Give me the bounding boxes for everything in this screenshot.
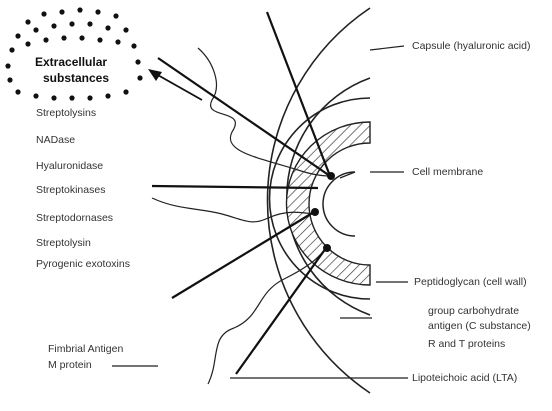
cluster-title-line1: Extracellular [35,56,107,70]
label-cell-membrane: Cell membrane [412,166,483,178]
substance-item: Streptolysin [36,237,91,249]
label-fimbrial-antigen: Fimbrial Antigen [48,343,123,355]
substance-item: Streptodornases [36,212,113,224]
substance-item: Streptolysins [36,107,96,119]
label-group-carb-line2: antigen (C substance) [428,320,531,332]
lta-strand-3 [208,248,326,384]
label-capsule: Capsule (hyaluronic acid) [412,40,530,52]
radial-line-4 [172,212,314,298]
substance-item: Hyaluronidase [36,160,103,172]
anchor-dot-2 [311,208,319,216]
arrow-line [156,74,202,100]
radial-line-5 [236,248,326,374]
radial-line-1 [267,12,330,176]
anchor-dot-1 [327,172,335,180]
substance-item: Pyrogenic exotoxins [36,258,130,270]
substance-item: NADase [36,134,75,146]
capsule-outer-arc [267,8,370,393]
label-rt-proteins: R and T proteins [428,338,505,350]
inner-arc [323,172,355,236]
peptidoglycan-band [286,122,370,285]
dot-cluster [5,7,142,100]
label-m-protein: M protein [48,359,92,371]
leader-capsule [370,46,404,50]
label-peptidoglycan: Peptidoglycan (cell wall) [414,276,527,288]
label-group-carb-line1: group carbohydrate [428,305,519,317]
anchor-dot-3 [323,244,331,252]
cluster-title-line2: substances [43,72,109,86]
label-lta: Lipoteichoic acid (LTA) [412,372,517,384]
arrow-head [148,69,162,81]
substance-item: Streptokinases [36,184,105,196]
